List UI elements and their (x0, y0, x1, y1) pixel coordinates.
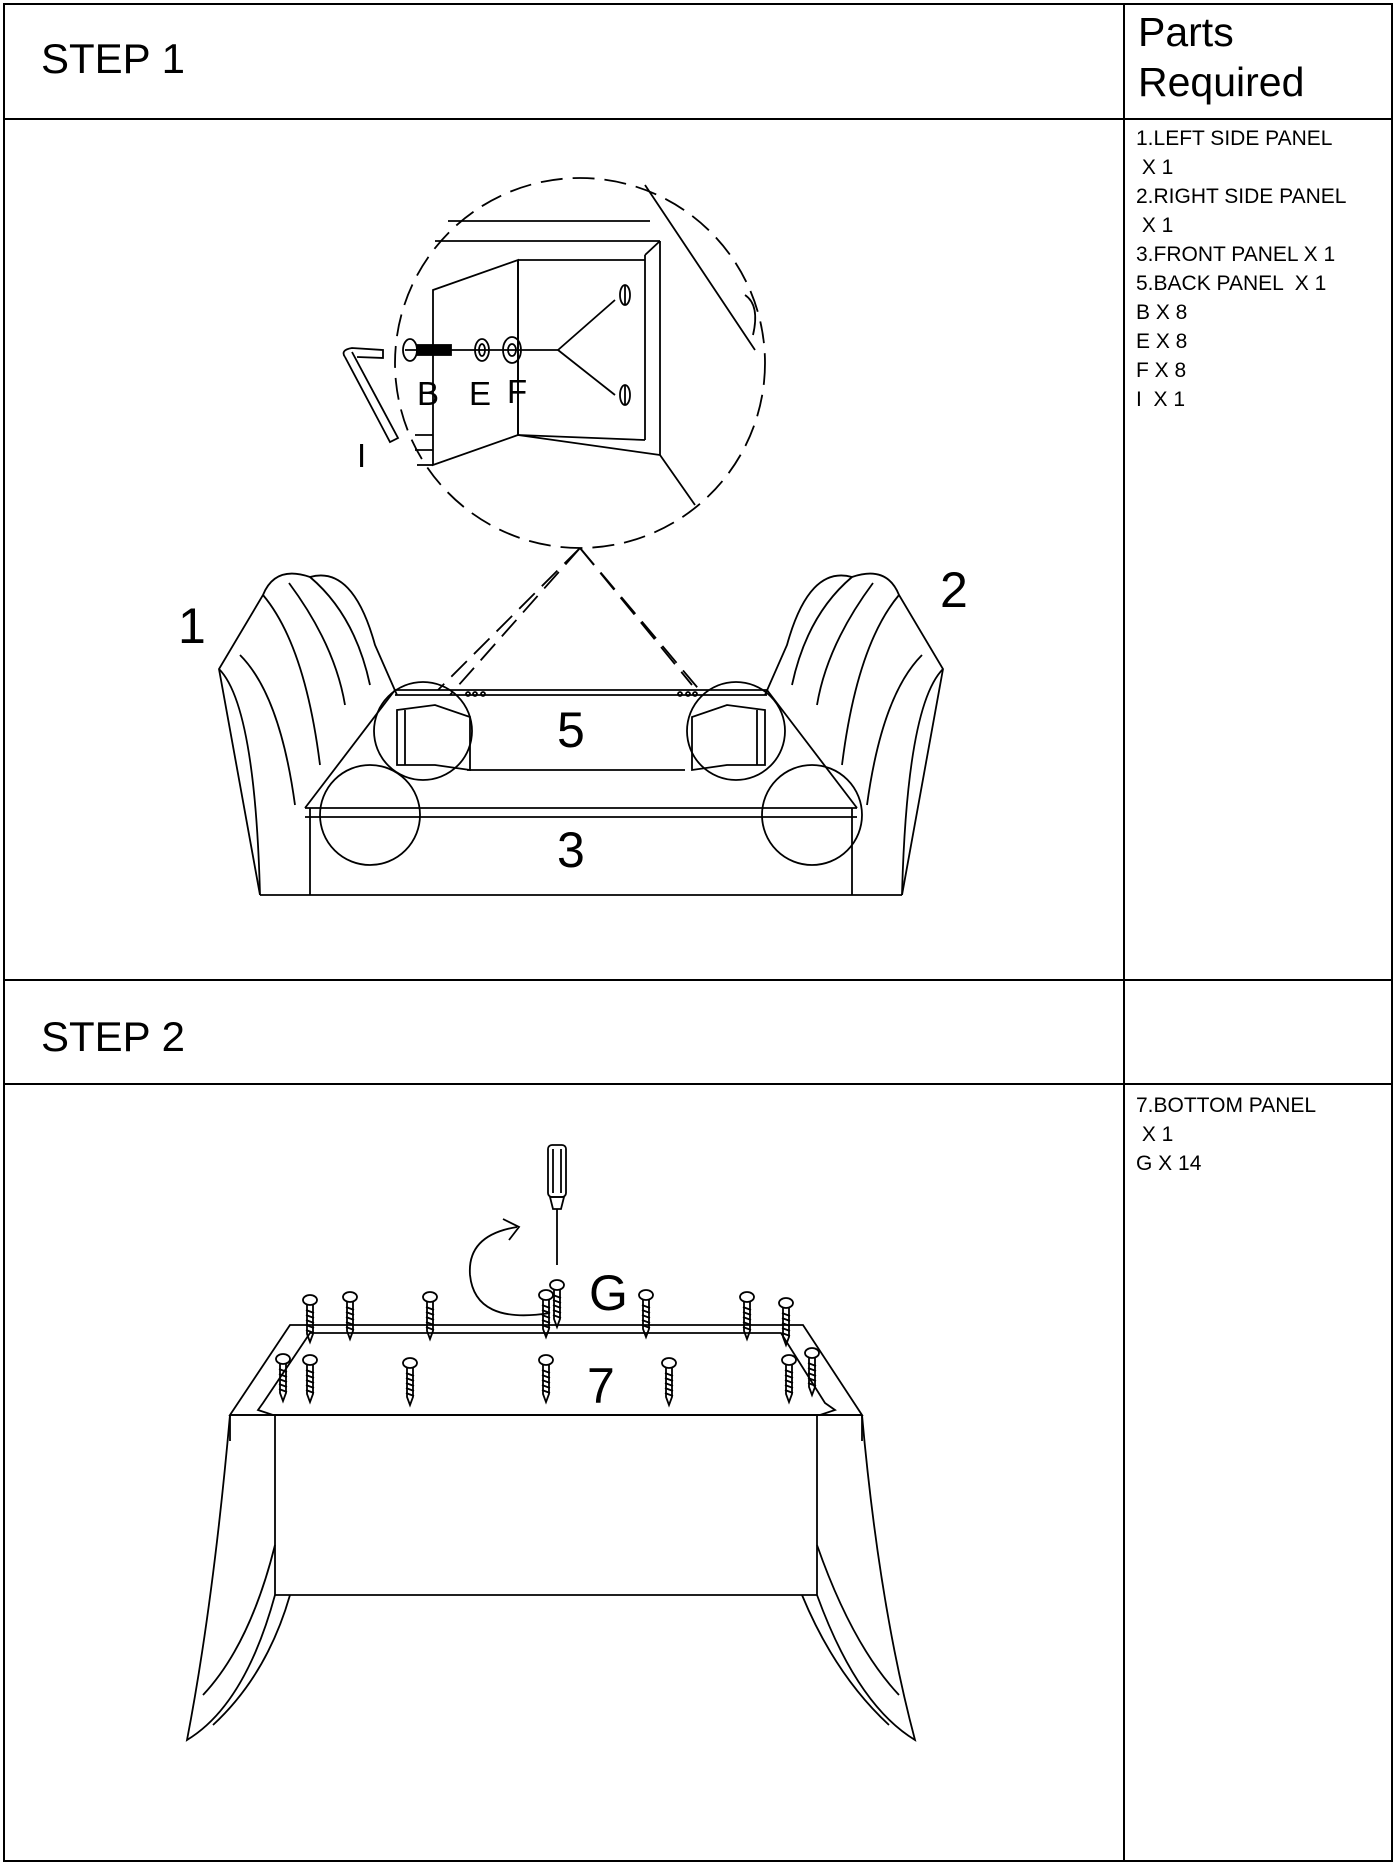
label-left-side-panel: 1 (178, 598, 206, 654)
parts-required-header: Parts Required (1138, 7, 1304, 107)
screw-icon (804, 1347, 820, 1398)
bench-bottom-view (185, 1324, 917, 1742)
step1-title: STEP 1 (41, 35, 185, 82)
step2-title: STEP 2 (41, 1013, 185, 1060)
screw-icon (422, 1291, 438, 1342)
parts-list-item: 1.LEFT SIDE PANEL (1136, 127, 1333, 150)
projection-lines (437, 547, 703, 696)
screw-icon (778, 1297, 794, 1348)
screw-icon (661, 1357, 677, 1408)
parts-list-item: X 1 (1136, 214, 1174, 237)
column-divider (1123, 5, 1125, 1860)
parts-header-line2: Required (1138, 59, 1305, 105)
label-allen-key-i: I (357, 437, 366, 474)
parts-list-item: 2.RIGHT SIDE PANEL (1136, 185, 1347, 208)
parts-list-item: G X 14 (1136, 1152, 1202, 1175)
step2-parts-list: 7.BOTTOM PANEL X 1 G X 14 (1136, 1091, 1316, 1178)
screw-icon (275, 1353, 291, 1404)
screw-icon (538, 1289, 554, 1340)
screw-icon (781, 1354, 797, 1405)
label-back-panel: 5 (557, 702, 585, 758)
parts-list-item: F X 8 (1136, 359, 1187, 382)
label-screw-g: G (589, 1265, 628, 1321)
label-washer-f: F (507, 373, 527, 410)
instruction-sheet: STEP 1 Parts Required 1.LEFT SIDE PANEL … (3, 3, 1393, 1862)
parts-list-item: X 1 (1136, 1123, 1174, 1146)
step2-diagram: G 7 (185, 1144, 917, 1742)
bench-frame (218, 572, 944, 896)
parts-header-line1: Parts (1138, 9, 1234, 55)
screw-icon (549, 1279, 565, 1330)
screw-icon (302, 1294, 318, 1345)
row-divider-step1-header (5, 118, 1391, 120)
parts-list-item: E X 8 (1136, 330, 1188, 353)
screw-icon (638, 1289, 654, 1340)
allen-key-icon (342, 347, 400, 444)
screw-icon (342, 1291, 358, 1342)
screw-icon (739, 1291, 755, 1342)
screw-set (275, 1279, 820, 1408)
label-bolt-b: B (417, 375, 439, 412)
parts-list-item: I X 1 (1136, 388, 1186, 411)
row-divider-step2-top (5, 979, 1391, 981)
screwdriver-icon (547, 1144, 567, 1265)
screw-icon (402, 1357, 418, 1408)
rotation-arrow-icon (469, 1226, 551, 1317)
parts-list-item: X 1 (1136, 156, 1174, 179)
label-front-panel: 3 (557, 822, 585, 878)
step1-diagram: B E F I 1 2 5 3 (178, 177, 968, 896)
parts-list-item: 7.BOTTOM PANEL (1136, 1094, 1317, 1117)
parts-list-item: 3.FRONT PANEL X 1 (1136, 243, 1336, 266)
step1-parts-list: 1.LEFT SIDE PANEL X 1 2.RIGHT SIDE PANEL… (1136, 124, 1346, 414)
screw-icon (538, 1354, 554, 1405)
screw-icon (302, 1354, 318, 1405)
label-washer-e: E (469, 375, 491, 412)
label-right-side-panel: 2 (940, 562, 968, 618)
detail-magnifier (394, 177, 766, 549)
parts-list-item: 5.BACK PANEL X 1 (1136, 272, 1327, 295)
parts-list-item: B X 8 (1136, 301, 1188, 324)
row-divider-step2-header (5, 1083, 1391, 1085)
label-bottom-panel: 7 (587, 1358, 615, 1414)
